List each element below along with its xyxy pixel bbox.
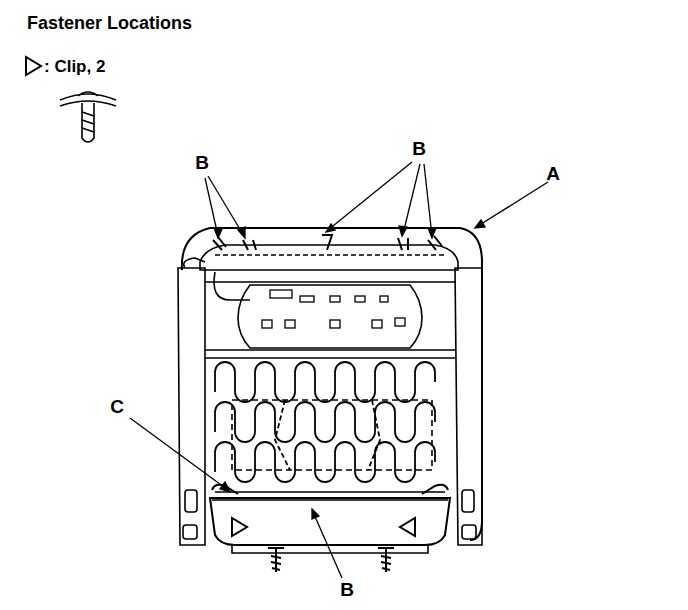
seat-back-outline [182,228,482,540]
clip-symbol [232,518,247,536]
callout-letter: B [340,580,354,599]
page-title: Fastener Locations [27,14,192,32]
callout-letter: B [195,153,209,172]
callout-letter: C [110,397,124,416]
bottom-panel [210,498,450,545]
center-plate [238,285,422,348]
clip-icon [60,92,116,142]
callout-letter: B [412,139,426,158]
spring-row [215,362,435,402]
clip-symbol [26,57,41,75]
spring-link [368,400,380,470]
left-side-frame [178,268,205,545]
seat-springs [215,362,435,482]
right-side-frame [455,268,482,545]
clip-symbol [400,518,415,536]
legend-text: : Clip, 2 [44,58,105,75]
spring-row [215,402,435,442]
callout-letter: A [546,164,560,183]
spring-row [215,442,435,482]
top-frame [200,245,458,270]
spring-link [275,400,290,470]
leader-line [130,162,548,578]
